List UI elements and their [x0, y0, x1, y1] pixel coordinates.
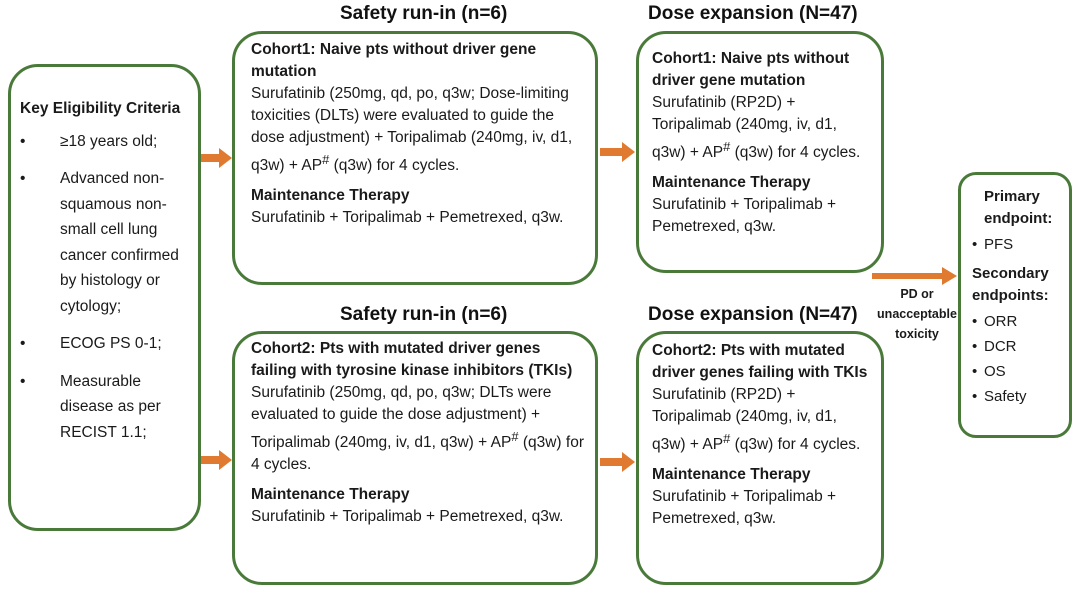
- maintenance-text: Surufatinib + Toripalimab + Pemetrexed, …: [251, 508, 564, 526]
- arrow-to-endpoints: [872, 267, 957, 285]
- dose-cohort1-box: [636, 31, 884, 273]
- cohort-name: Cohort2: [652, 342, 712, 359]
- arrow-eligibility-to-cohort2: [201, 450, 232, 470]
- pd-label: PD or unacceptable toxicity: [877, 287, 957, 341]
- endpoint-item: ORR: [972, 309, 1064, 334]
- regimen-text-end: (q3w) for 4 cycles.: [329, 157, 460, 175]
- secondary-endpoint-list: ORR DCR OS Safety: [972, 309, 1064, 409]
- regimen-text: Surufatinib (RP2D) + Toripalimab (240mg,…: [652, 386, 837, 454]
- endpoint-item: DCR: [972, 334, 1064, 359]
- maintenance-text: Surufatinib + Toripalimab + Pemetrexed, …: [251, 209, 564, 227]
- secondary-endpoint-label: Secondary endpoints:: [972, 265, 1049, 304]
- safety-cohort2-text: Cohort2: Pts with mutated driver genes f…: [251, 338, 586, 528]
- regimen-text: Surufatinib (250mg, qd, po, q3w; DLTs we…: [251, 384, 552, 452]
- safety-cohort1-box: [232, 31, 598, 285]
- cohort-title: Cohort2: Pts with mutated driver genes f…: [251, 340, 573, 379]
- dose-cohort1-text: Cohort1: Naive pts without driver gene m…: [652, 48, 874, 238]
- maintenance-label: Maintenance Therapy: [251, 486, 410, 504]
- safety-run-in-header-top: Safety run-in (n=6): [340, 3, 508, 24]
- arrow-eligibility-to-cohort1: [201, 148, 232, 168]
- eligibility-title: Key Eligibility Criteria: [20, 100, 181, 117]
- regimen-text-end: (q3w) for 4 cycles.: [730, 144, 861, 162]
- maintenance-label: Maintenance Therapy: [251, 187, 410, 205]
- dose-expansion-header-top: Dose expansion (N=47): [648, 3, 858, 24]
- primary-endpoint-label: Primary endpoint:: [984, 188, 1053, 227]
- safety-cohort2-box: [232, 331, 598, 585]
- footnote-mark: #: [511, 429, 519, 444]
- cohort-title: Cohort1: Naive pts without driver gene m…: [652, 50, 850, 89]
- dose-cohort2-text: Cohort2: Pts with mutated driver genes f…: [652, 340, 874, 530]
- maintenance-text: Surufatinib + Toripalimab + Pemetrexed, …: [652, 196, 837, 236]
- safety-cohort1-text: Cohort1: Naive pts without driver gene m…: [251, 39, 586, 229]
- dose-expansion-header-bottom: Dose expansion (N=47): [648, 304, 858, 325]
- endpoints: Primary endpoint: PFS Secondary endpoint…: [972, 186, 1064, 415]
- eligibility-item: Advanced non-squamous non-small cell lun…: [20, 166, 196, 319]
- eligibility-item: Measurable disease as per RECIST 1.1;: [20, 369, 196, 446]
- regimen-text: Surufatinib (RP2D) + Toripalimab (240mg,…: [652, 94, 837, 162]
- footnote-mark: #: [723, 431, 731, 446]
- safety-run-in-header-bottom: Safety run-in (n=6): [340, 304, 508, 325]
- footnote-mark: #: [723, 139, 731, 154]
- footnote-mark: #: [322, 152, 330, 167]
- endpoint-item: Safety: [972, 384, 1064, 409]
- eligibility-item: ECOG PS 0-1;: [20, 331, 196, 357]
- eligibility-criteria: Key Eligibility Criteria ≥18 years old; …: [20, 96, 196, 457]
- maintenance-text: Surufatinib + Toripalimab + Pemetrexed, …: [652, 488, 837, 528]
- regimen-text: Surufatinib (250mg, qd, po, q3w; Dose-li…: [251, 85, 573, 175]
- regimen-text-end: (q3w) for 4 cycles.: [730, 436, 861, 454]
- arrow-safety1-to-dose1: [600, 142, 635, 162]
- maintenance-label: Maintenance Therapy: [652, 466, 811, 484]
- arrow-safety2-to-dose2: [600, 452, 635, 472]
- maintenance-label: Maintenance Therapy: [652, 174, 811, 192]
- cohort-title: : Pts with mutated driver genes failing …: [652, 342, 868, 381]
- primary-endpoint-list: PFS: [972, 232, 1064, 257]
- endpoint-item: OS: [972, 359, 1064, 384]
- dose-cohort2-box: [636, 331, 884, 585]
- regimen-text-end: (q3w) for 4 cycles.: [251, 434, 584, 474]
- eligibility-item: ≥18 years old;: [20, 129, 196, 155]
- cohort-name: Cohort1: [251, 41, 311, 58]
- eligibility-list: ≥18 years old; Advanced non-squamous non…: [20, 129, 196, 446]
- cohort-title: : Naive pts without driver gene mutation: [251, 41, 537, 80]
- endpoint-item: PFS: [972, 232, 1064, 257]
